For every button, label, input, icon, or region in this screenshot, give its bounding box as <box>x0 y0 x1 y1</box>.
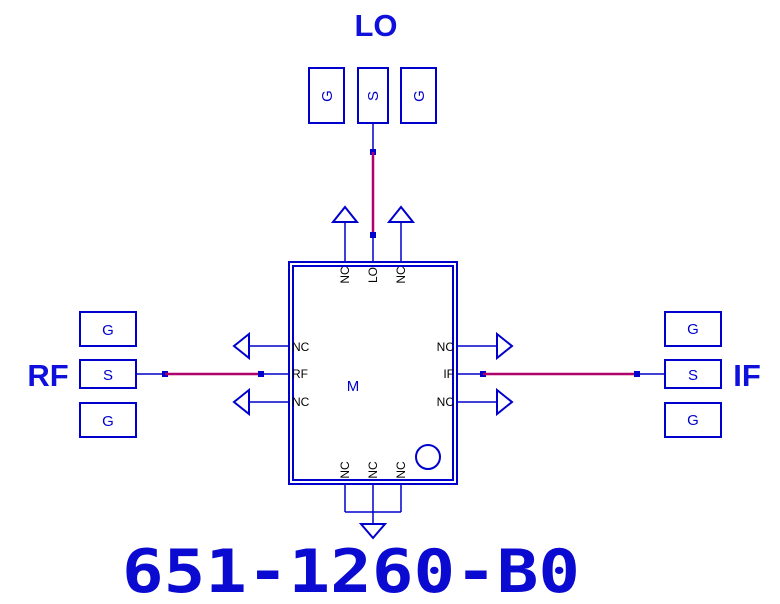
ground-arrow-top-right <box>386 205 416 223</box>
pin-label-bottom-nc-2: NC <box>366 461 380 479</box>
pin-label-lo: LO <box>366 267 380 283</box>
if-ground-pad-top <box>664 311 722 347</box>
ground-arrow-right-bottom <box>496 387 514 417</box>
if-ground-pad-top-label: G <box>687 321 699 338</box>
if-signal-pad-label: S <box>688 367 698 384</box>
rf-ground-pad-bottom <box>79 402 137 438</box>
lo-probe-pads: G S G <box>308 67 437 124</box>
rf-signal-pad-label: S <box>103 367 113 384</box>
rf-pin-node <box>258 371 264 377</box>
pin-label-top-nc-left: NC <box>338 266 352 284</box>
if-port-label: IF <box>733 358 761 393</box>
pin-label-bottom-nc-1: NC <box>338 461 352 479</box>
pin-label-left-nc-bottom: NC <box>292 395 310 409</box>
lo-ground-pad-left <box>308 67 345 124</box>
part-number: 651-1260-B0 <box>122 537 580 604</box>
ground-arrow-left-bottom <box>232 387 250 417</box>
pin-label-left-nc-top: NC <box>292 340 310 354</box>
pin-label-right-nc-top: NC <box>437 340 455 354</box>
component-body-outer <box>288 261 458 485</box>
pin-label-if: IF <box>443 367 454 381</box>
if-signal-pad <box>664 359 722 389</box>
rf-ground-pad-bottom-label: G <box>102 413 114 430</box>
pin-label-top-nc-right: NC <box>394 266 408 284</box>
lo-ground-pad-right-label: G <box>411 90 428 102</box>
ground-arrow-bottom <box>358 523 388 540</box>
pin1-marker <box>415 444 441 470</box>
if-ground-pad-bottom-label: G <box>687 412 699 429</box>
pin-label-rf: RF <box>292 367 308 381</box>
lo-port-label: LO <box>354 8 397 43</box>
component-body-inner <box>292 265 454 481</box>
if-ground-pad-bottom <box>664 402 722 438</box>
rf-ground-pad-top-label: G <box>102 322 114 339</box>
rf-port-label: RF <box>27 358 68 393</box>
ground-arrow-top-left <box>330 205 360 223</box>
rf-probe-pads: G S G <box>79 311 137 438</box>
ground-arrow-right-top <box>496 331 514 361</box>
lo-signal-pad-label: S <box>365 91 382 101</box>
rf-ground-pad-top <box>79 311 137 347</box>
component-ref: M <box>347 378 360 395</box>
pin-label-bottom-nc-3: NC <box>394 461 408 479</box>
if-probe-pads: G S G <box>664 311 722 438</box>
lo-ground-pad-left-label: G <box>319 90 336 102</box>
ground-arrow-left-top <box>232 331 250 361</box>
rf-signal-pad <box>79 359 137 389</box>
pin-label-right-nc-bottom: NC <box>437 395 455 409</box>
lo-ground-pad-right <box>400 67 437 124</box>
lo-pin-node <box>370 232 376 238</box>
